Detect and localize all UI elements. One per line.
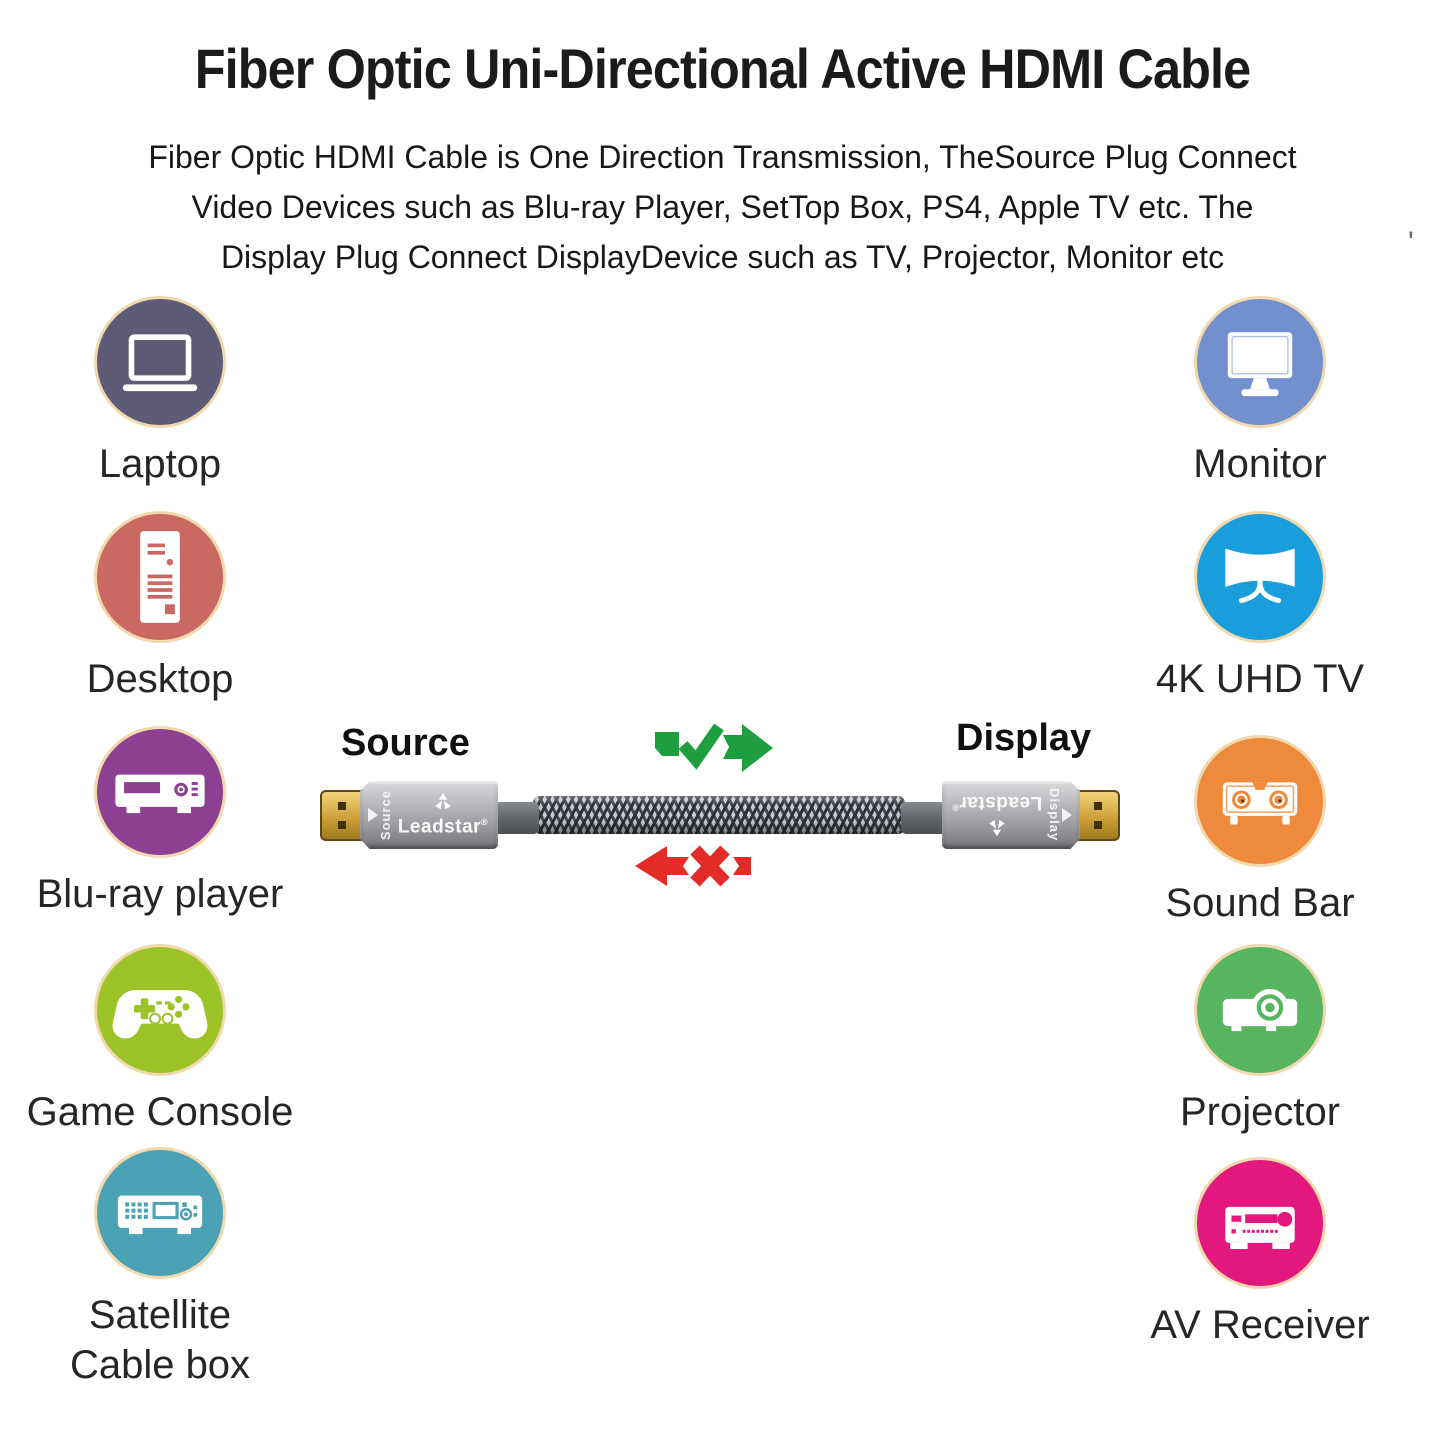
settop-icon-circle [94,1147,226,1279]
leadstar-logo-icon [435,793,451,810]
plug-contact [1094,821,1102,829]
display-plug-text: Display [1047,788,1062,842]
game-controller-icon [112,990,208,1039]
device-label: Monitor [1193,442,1327,486]
device-item-satellite-cable-box: Satellite Cable box [0,1147,325,1390]
device-label: Laptop [98,442,222,486]
sound-bar-icon [1222,782,1298,825]
plug-contact [1094,802,1102,810]
av-receiver-icon [1225,1206,1295,1250]
subtitle: Fiber Optic HDMI Cable is One Direction … [0,132,1445,282]
device-label: Blu-ray player [36,872,284,916]
brand-block: Leadstar® [393,792,493,837]
laptop-icon-circle [94,296,226,428]
device-item-4k-uhd-tv: 4K UHD TV [1095,511,1425,704]
curved-tv-icon [1225,548,1295,604]
plug-direction-triangle-icon [1062,808,1072,822]
device-item-desktop: Desktop [0,511,325,704]
source-end-label: Source [341,722,470,764]
monitor-icon [1227,332,1293,397]
hdmi-cable: Source Leadstar® [315,775,1125,855]
device-item-sound-bar: Sound Bar [1095,735,1425,928]
device-item-av-receiver: AV Receiver [1095,1157,1425,1350]
av-receiver-icon-circle [1194,1157,1326,1289]
page-title: Fiber Optic Uni-Directional Active HDMI … [194,37,1251,100]
braided-cable [533,796,905,834]
display-end-label: Display [956,717,1092,759]
device-label: Satellite Cable box [69,1293,251,1387]
projector-icon-circle [1194,944,1326,1076]
plug-direction-triangle-icon [368,808,378,822]
allowed-direction-check-arrow-icon [655,723,773,772]
device-label: Projector [1179,1090,1341,1134]
subtitle-line-3: Display Plug Connect DisplayDevice such … [220,239,1225,275]
brand-name: Leadstar® [397,816,489,838]
bluray-player-icon [115,774,205,814]
source-plug-text: Source [378,789,393,841]
device-item-monitor: Monitor [1095,296,1425,489]
leadstar-logo-icon [989,820,1005,837]
strain-relief-right [901,802,947,834]
device-item-game-console: Game Console [0,944,325,1137]
projector-icon [1222,988,1298,1032]
brand-block: Leadstar® [947,792,1047,837]
device-item-laptop: Laptop [0,296,325,489]
brand-name: Leadstar® [951,792,1043,814]
device-item-projector: Projector [1095,944,1425,1137]
desktop-tower-icon [140,531,180,623]
stray-mark: ' [1408,226,1414,259]
game-icon-circle [94,944,226,1076]
laptop-icon [122,334,198,392]
display-connector-body: Leadstar® Display [942,781,1080,849]
device-label: 4K UHD TV [1155,657,1365,701]
device-label: Desktop [86,657,234,701]
strain-relief-left [493,802,539,834]
set-top-box-icon [117,1195,203,1235]
plug-contact [338,821,346,829]
device-item-bluray-player: Blu-ray player [0,726,325,919]
blocked-direction-x-arrow-icon [635,845,751,887]
device-label: Game Console [26,1090,294,1134]
bluray-icon-circle [94,726,226,858]
hdmi-plug-source [320,790,364,841]
device-label: AV Receiver [1150,1303,1370,1347]
source-connector-body: Source Leadstar® [360,781,498,849]
tv-icon-circle [1194,511,1326,643]
monitor-icon-circle [1194,296,1326,428]
subtitle-line-2: Video Devices such as Blu-ray Player, Se… [191,189,1254,225]
device-label: Sound Bar [1165,881,1355,925]
hdmi-plug-display [1076,790,1120,841]
soundbar-icon-circle [1194,735,1326,867]
desktop-icon-circle [94,511,226,643]
subtitle-line-1: Fiber Optic HDMI Cable is One Direction … [148,139,1297,175]
plug-contact [338,802,346,810]
